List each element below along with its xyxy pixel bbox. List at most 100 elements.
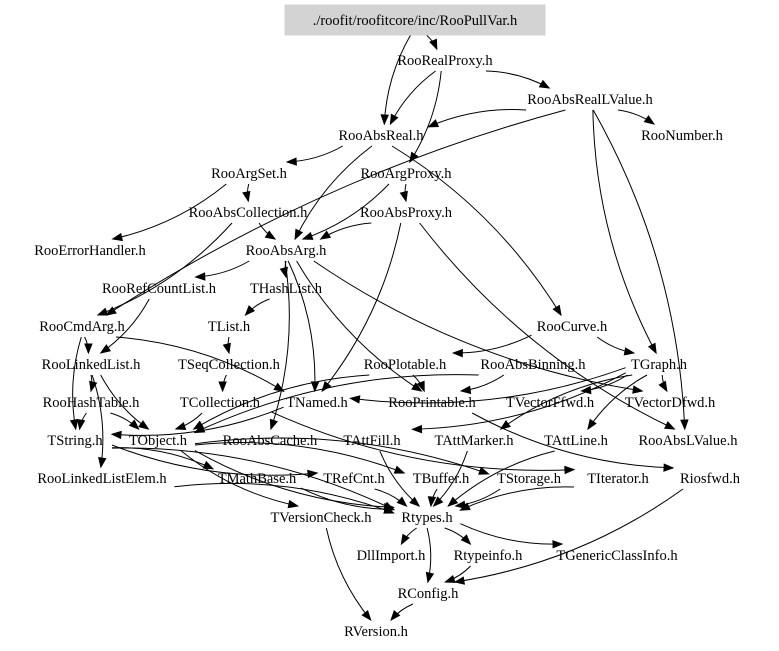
edge-tseq-collection-to-tcollection (218, 374, 227, 393)
node-tatt-fill-h[interactable]: TAttFill.h (343, 433, 401, 449)
arrowhead-icon (658, 380, 668, 393)
node-roo-abs-proxy-h[interactable]: RooAbsProxy.h (360, 205, 453, 221)
edge-line (428, 109, 527, 128)
edge-roo-abs-binning-to-roo-printable (459, 374, 505, 395)
node-roo-abs-collection-h[interactable]: RooAbsCollection.h (189, 205, 309, 221)
node-roo-abs-real-lvalue-h[interactable]: RooAbsRealLValue.h (527, 92, 653, 108)
node-tmath-base-h[interactable]: TMathBase.h (218, 471, 297, 487)
edge-tref-cnt-to-rtypes (374, 488, 408, 507)
node-titerator-h[interactable]: TIterator.h (587, 471, 649, 487)
edge-line (302, 183, 390, 240)
arrowhead-icon (643, 115, 656, 125)
edge-line (325, 527, 372, 621)
edge-roo-linked-list-elem-to-rtypes (174, 482, 395, 514)
node-rconfig-h[interactable]: RConfig.h (398, 586, 460, 602)
node-label: RooCurve.h (537, 319, 608, 335)
arrowhead-icon (76, 418, 86, 431)
arrowhead-icon (538, 79, 551, 89)
edge-tcollection-to-tobject (174, 412, 203, 431)
node-tref-cnt-h[interactable]: TRefCnt.h (323, 471, 385, 487)
node-dll-import-h[interactable]: DllImport.h (357, 548, 427, 564)
arrowhead-icon (321, 380, 332, 393)
arrowhead-icon (287, 499, 300, 509)
arrowhead-icon (396, 496, 408, 507)
node-roo-cmd-arg-h[interactable]: RooCmdArg.h (39, 319, 125, 335)
edges-layer (69, 34, 689, 622)
arrowhead-icon (390, 610, 401, 622)
node-roo-curve-h[interactable]: RooCurve.h (537, 319, 608, 335)
node-riosfwd-h[interactable]: Riosfwd.h (680, 471, 741, 487)
arrowhead-icon (587, 418, 597, 431)
arrowhead-icon (427, 119, 440, 128)
edge-line (592, 109, 686, 430)
node-label: TNamed.h (286, 395, 348, 411)
arrowhead-icon (301, 231, 314, 240)
node-tgeneric-class-info-h[interactable]: TGenericClassInfo.h (556, 548, 678, 564)
edge-line (419, 222, 675, 430)
arrowhead-icon (269, 418, 278, 431)
node-tobject-h[interactable]: TObject.h (129, 433, 188, 449)
node-tatt-line-h[interactable]: TAttLine.h (544, 433, 608, 449)
node-tcollection-h[interactable]: TCollection.h (180, 395, 261, 411)
edge-line (180, 450, 298, 507)
arrowhead-icon (429, 38, 438, 51)
node-tstring-h[interactable]: TString.h (47, 433, 103, 449)
node-tversion-check-h[interactable]: TVersionCheck.h (270, 510, 372, 526)
node-label: RooAbsRealLValue.h (527, 92, 653, 108)
node-tstorage-h[interactable]: TStorage.h (497, 471, 562, 487)
node-roo-linked-list-elem-h[interactable]: RooLinkedListElem.h (37, 471, 167, 487)
node-roo-hash-table-h[interactable]: RooHashTable.h (43, 395, 141, 411)
edge-root-to-roo-abs-real (380, 34, 412, 126)
node-roo-arg-set-h[interactable]: RooArgSet.h (211, 166, 288, 182)
node-roo-plotable-h[interactable]: RooPlotable.h (364, 357, 447, 373)
node-roo-abs-real-h[interactable]: RooAbsReal.h (339, 128, 425, 144)
edge-roo-abs-real-lvalue-to-roo-abs-real (427, 109, 527, 128)
node-roo-abs-binning-h[interactable]: RooAbsBinning.h (480, 357, 586, 373)
edge-roo-abs-proxy-to-roo-abs-arg (319, 222, 372, 240)
node-roo-abs-lvalue-h[interactable]: RooAbsLValue.h (639, 433, 739, 449)
node-roo-abs-arg-h[interactable]: RooAbsArg.h (246, 243, 327, 259)
node-roo-abs-cache-h[interactable]: RooAbsCache.h (223, 433, 318, 449)
arrowhead-icon (632, 385, 644, 394)
edge-roo-abs-real-lvalue-to-roo-cmd-arg (105, 109, 566, 316)
node-roo-error-handler-h[interactable]: RooErrorHandler.h (34, 243, 146, 259)
node-tatt-marker-h[interactable]: TAttMarker.h (435, 433, 515, 449)
node-tbuffer-h[interactable]: TBuffer.h (413, 471, 470, 487)
node-tlist-h[interactable]: TList.h (208, 319, 251, 335)
node-roo-arg-proxy-h[interactable]: RooArgProxy.h (360, 166, 452, 182)
node-roo-number-h[interactable]: RooNumber.h (641, 128, 724, 144)
arrowhead-icon (400, 533, 410, 546)
edge-tcollection-to-titerator (270, 411, 576, 475)
node-roo-linked-list-h[interactable]: RooLinkedList.h (42, 357, 141, 373)
node-roo-printable-h[interactable]: RooPrintable.h (388, 395, 476, 411)
edge-roo-abs-arg-to-tvector-dfwd (313, 260, 644, 394)
edge-tnamed-to-tstring (110, 406, 284, 440)
arrowhead-icon (451, 348, 463, 358)
node-roo-ref-count-list-h[interactable]: RooRefCountList.h (102, 281, 217, 297)
node-rversion-h[interactable]: RVersion.h (344, 624, 408, 640)
node-roo-real-proxy-h[interactable]: RooRealProxy.h (397, 53, 493, 69)
edge-thash-list-to-tlist (244, 298, 270, 317)
node-rtypeinfo-h[interactable]: Rtypeinfo.h (454, 548, 524, 564)
node-label: RooAbsLValue.h (639, 433, 739, 449)
arrowhead-icon (380, 114, 389, 126)
edge-roo-linked-list-to-roo-linked-list-elem (91, 374, 107, 469)
node-roofit-roofitcore-inc-roo-pull-var-h[interactable]: ./roofit/roofitcore/inc/RooPullVar.h (284, 4, 546, 36)
node-thash-list-h[interactable]: THashList.h (250, 281, 323, 297)
node-tnamed-h[interactable]: TNamed.h (286, 395, 348, 411)
node-label: RooAbsBinning.h (480, 357, 586, 373)
edge-tobject-to-tbuffer (194, 442, 406, 474)
arrowhead-icon (294, 228, 304, 241)
edge-tobject-to-tstorage (194, 437, 490, 475)
edge-tstorage-to-rtypes (454, 488, 501, 509)
node-tseq-collection-h[interactable]: TSeqCollection.h (178, 357, 281, 373)
node-tvector-ffwd-h[interactable]: TVectorFfwd.h (506, 395, 595, 411)
node-tgraph-h[interactable]: TGraph.h (631, 357, 688, 373)
arrowhead-icon (647, 342, 657, 355)
node-rtypes-h[interactable]: Rtypes.h (401, 510, 453, 526)
edge-roo-curve-to-tgraph (596, 336, 636, 356)
node-tvector-dfwd-h[interactable]: TVectorDfwd.h (625, 395, 716, 411)
edge-roo-hash-table-to-tstring (76, 412, 87, 431)
node-label: RooAbsCollection.h (189, 205, 309, 221)
arrowhead-icon (194, 272, 206, 281)
